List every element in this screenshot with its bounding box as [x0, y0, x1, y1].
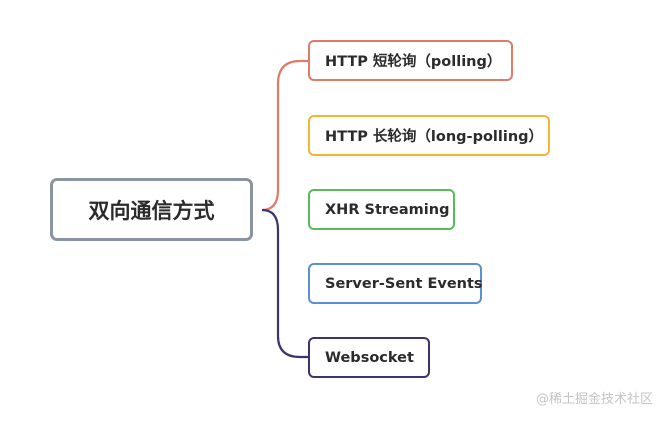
branch-node-label: XHR Streaming	[325, 201, 450, 218]
root-node-label: 双向通信方式	[88, 198, 215, 223]
branch-node-label: Server-Sent Events	[325, 275, 483, 292]
branch-node-server-sent-events: Server-Sent Events	[308, 263, 483, 304]
branch-node-label: HTTP 长轮询（long-polling）	[325, 129, 544, 145]
watermark-text: @稀土掘金技术社区	[535, 392, 653, 407]
branch-node-websocket: Websocket	[308, 337, 430, 378]
branch-node-polling: HTTP 短轮询（polling）	[308, 40, 513, 81]
connector-branch-1	[261, 59, 308, 212]
branch-node-label: HTTP 短轮询（polling）	[325, 54, 502, 70]
branch-node-long-polling: HTTP 长轮询（long-polling）	[308, 115, 550, 156]
connector-branch-5	[261, 208, 308, 359]
root-node: 双向通信方式	[50, 178, 253, 241]
branch-node-label: Websocket	[325, 349, 414, 366]
branch-node-xhr-streaming: XHR Streaming	[308, 189, 455, 230]
